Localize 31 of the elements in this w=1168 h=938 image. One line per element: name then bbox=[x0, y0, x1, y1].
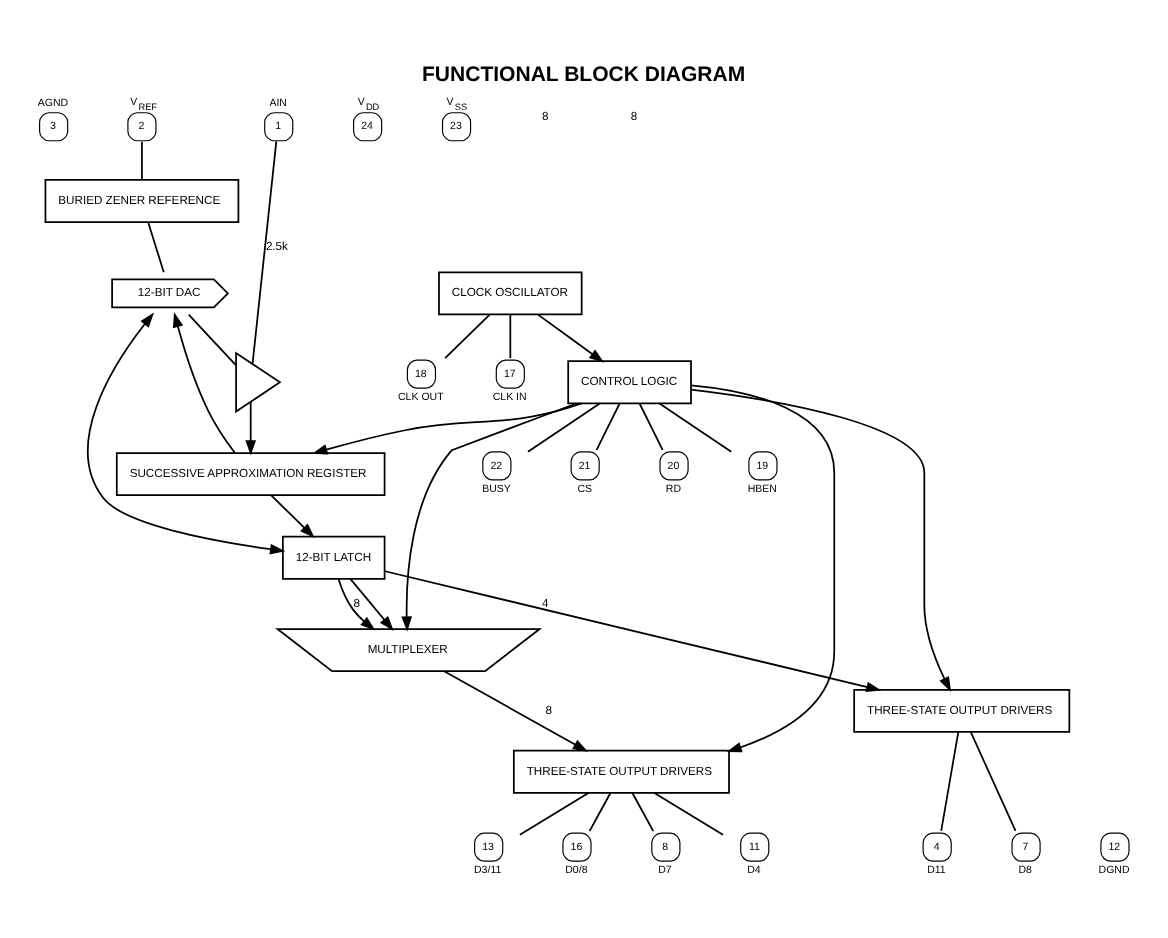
arrow bbox=[312, 401, 583, 454]
connector bbox=[519, 790, 590, 835]
arrow bbox=[384, 569, 882, 692]
diagram-title: FUNCTIONAL BLOCK DIAGRAM bbox=[422, 62, 746, 87]
arrow bbox=[245, 400, 257, 455]
arrow bbox=[270, 493, 315, 537]
connector bbox=[527, 401, 601, 452]
arrow bbox=[337, 577, 376, 630]
connector bbox=[940, 730, 960, 831]
connector bbox=[653, 790, 724, 835]
connector bbox=[969, 730, 1017, 831]
connector bbox=[631, 791, 655, 832]
arrow bbox=[443, 669, 588, 751]
connector bbox=[444, 312, 491, 358]
connector bbox=[509, 312, 512, 358]
arrow bbox=[172, 311, 236, 453]
connector bbox=[595, 401, 621, 450]
connector bbox=[251, 139, 278, 364]
connector bbox=[147, 220, 165, 273]
arrow bbox=[537, 312, 605, 362]
node-triangle bbox=[235, 350, 282, 413]
arrow bbox=[690, 387, 952, 691]
connector bbox=[187, 312, 237, 366]
connector bbox=[638, 401, 664, 450]
arrow bbox=[87, 311, 286, 554]
arrow bbox=[349, 577, 394, 631]
connector bbox=[141, 139, 143, 180]
arrow bbox=[690, 383, 836, 752]
connector bbox=[588, 791, 612, 832]
connector bbox=[658, 401, 733, 452]
arrow bbox=[401, 401, 578, 631]
